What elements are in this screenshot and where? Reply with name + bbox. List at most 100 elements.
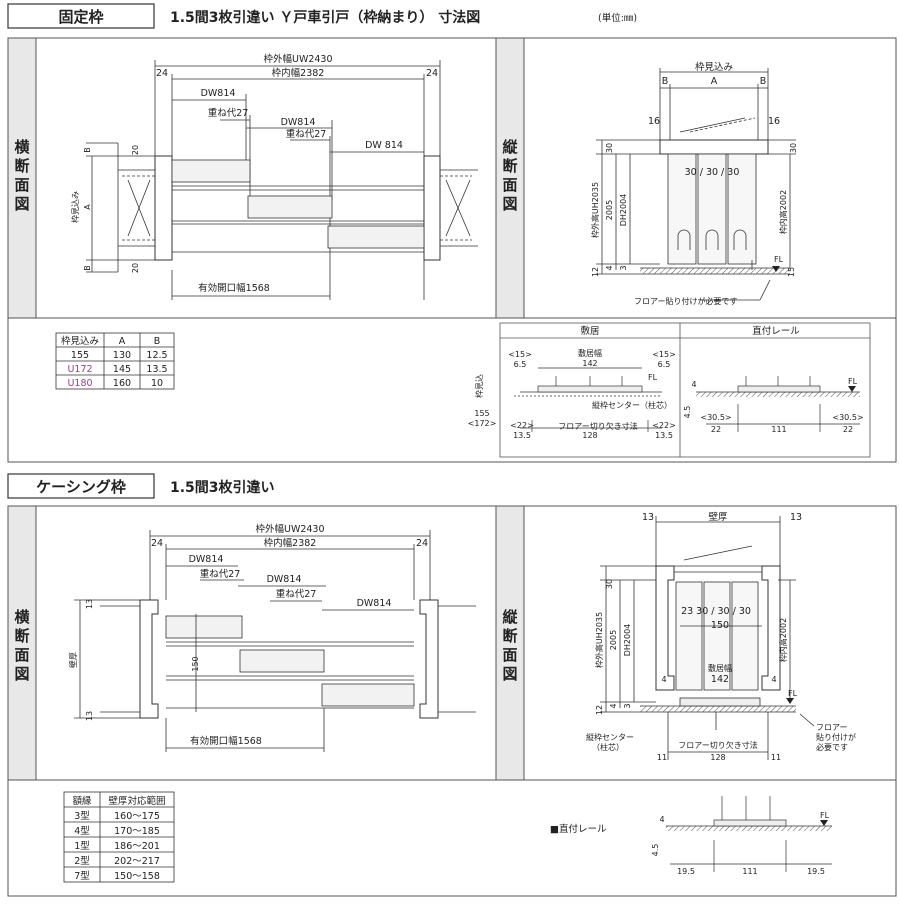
svg-text:20: 20 (131, 263, 140, 273)
svg-text:FL: FL (820, 811, 830, 820)
svg-text:128: 128 (710, 753, 725, 762)
svg-text:1型: 1型 (74, 841, 90, 852)
svg-text:155: 155 (474, 409, 489, 418)
svg-text:DH2004: DH2004 (619, 194, 628, 227)
svg-text:10: 10 (151, 378, 163, 389)
section2-tag: ケーシング枠 (36, 478, 126, 496)
s1-edge-left: 24 (156, 68, 168, 79)
svg-text:13: 13 (642, 512, 654, 523)
svg-text:16: 16 (648, 116, 660, 127)
section1-header: 固定枠 1.5間3枚引違い Ｙ戸車引戸（枠納まり） 寸法図 (単位:㎜) (7, 3, 637, 29)
s2-horizontal-drawing (74, 530, 476, 752)
svg-text:186～201: 186～201 (114, 841, 160, 852)
s1-floor-note: フロアー貼り付けが必要です (634, 296, 738, 306)
svg-text:160: 160 (113, 378, 131, 389)
svg-text:枠外高UH2035: 枠外高UH2035 (594, 612, 604, 668)
svg-text:壁厚: 壁厚 (708, 511, 728, 523)
svg-text:B: B (662, 76, 669, 87)
svg-text:150: 150 (711, 620, 729, 631)
svg-text:22: 22 (711, 425, 721, 434)
svg-text:13.5: 13.5 (655, 431, 673, 440)
svg-text:A: A (83, 204, 92, 210)
s2-vertical-labels: 壁厚 13 13 30 23 30 / 30 / 30 150 枠外高UH203… (586, 511, 856, 762)
svg-text:4型: 4型 (74, 826, 90, 837)
svg-text:縦枠センター（柱芯）: 縦枠センター（柱芯） (592, 400, 672, 410)
svg-text:DW814: DW814 (267, 574, 302, 585)
svg-text:7型: 7型 (74, 871, 90, 882)
svg-text:30: 30 (605, 143, 614, 153)
svg-text:B: B (760, 76, 767, 87)
section1-frame (7, 37, 897, 463)
s1-horizontal-side-label: 横 断 面 図 (14, 138, 30, 213)
svg-text:面: 面 (502, 646, 517, 664)
svg-text:30: 30 (605, 579, 614, 589)
svg-text:重ね代27: 重ね代27 (276, 588, 317, 600)
svg-text:縦枠センター: 縦枠センター (586, 732, 634, 742)
svg-text:2005: 2005 (609, 630, 618, 650)
svg-text:断: 断 (14, 627, 29, 645)
svg-text:DH2004: DH2004 (623, 624, 632, 657)
svg-text:断: 断 (14, 157, 29, 175)
s1-overlap1: 重ね代27 (208, 107, 249, 119)
svg-text:断: 断 (502, 627, 517, 645)
svg-text:13: 13 (85, 711, 94, 721)
svg-text:12: 12 (595, 705, 604, 715)
svg-text:図: 図 (502, 665, 517, 683)
s1-inner-width: 枠内幅2382 (272, 67, 325, 79)
s1-overlap2: 重ね代27 (286, 128, 327, 140)
s1-rail-drawing (696, 376, 860, 432)
s1-outer-width: 枠外幅UW2430 (263, 53, 332, 65)
svg-text:縦: 縦 (502, 608, 518, 626)
svg-text:<15>: <15> (508, 350, 532, 359)
svg-text:壁厚対応範囲: 壁厚対応範囲 (108, 795, 165, 807)
svg-text:<30.5>: <30.5> (832, 413, 863, 422)
svg-text:4: 4 (605, 265, 614, 270)
svg-text:15: 15 (787, 267, 796, 277)
s2-rail-labels: 4 4.5 FL 19.5 111 19.5 (651, 811, 830, 876)
svg-text:敷居幅: 敷居幅 (578, 348, 602, 358)
svg-text:2型: 2型 (74, 856, 90, 867)
svg-text:A: A (119, 336, 126, 347)
s1-opening: 有効開口幅1568 (198, 282, 270, 294)
svg-text:142: 142 (582, 359, 597, 368)
svg-text:枠内高2002: 枠内高2002 (778, 618, 788, 662)
svg-text:フロアー切り欠き寸法: フロアー切り欠き寸法 (678, 740, 758, 750)
s2-horizontal-labels: 枠外幅UW2430 枠内幅2382 24 24 DW814 重ね代27 DW81… (68, 523, 428, 747)
svg-text:必要です: 必要です (816, 742, 848, 752)
s2-horizontal-side-label: 横 断 面 図 (14, 608, 30, 683)
s1-horizontal-labels: 枠外幅UW2430 枠内幅2382 24 24 DW814 重ね代27 DW81… (70, 53, 438, 294)
s1-details-box (499, 322, 871, 458)
svg-text:2005: 2005 (605, 200, 614, 220)
s1-shiki-labels: 敷居幅 142 <15> <15> 6.5 6.5 枠見込 155 <172> … (468, 348, 676, 440)
s1-edge-right: 24 (426, 68, 438, 79)
svg-text:12: 12 (591, 267, 600, 277)
svg-text:3: 3 (619, 265, 628, 270)
svg-text:4: 4 (661, 675, 666, 684)
svg-text:30: 30 (789, 143, 798, 153)
svg-text:枠見込み: 枠見込み (695, 61, 733, 73)
svg-text:枠見込み: 枠見込み (70, 191, 80, 223)
svg-text:6.5: 6.5 (658, 360, 671, 369)
svg-text:枠内幅2382: 枠内幅2382 (264, 537, 317, 549)
svg-text:<22>: <22> (652, 421, 676, 430)
svg-text:4.5: 4.5 (651, 844, 660, 857)
svg-text:DW814: DW814 (189, 554, 224, 565)
svg-text:貼り付けが: 貼り付けが (816, 732, 856, 742)
svg-text:枠内高2002: 枠内高2002 (778, 190, 788, 234)
s1-vertical-labels: 枠見込み A B B 16 16 30 / 30 / 30 30 30 枠外高U… (590, 61, 798, 306)
section2-frame (7, 505, 897, 897)
svg-text:壁厚: 壁厚 (68, 652, 78, 668)
svg-text:12.5: 12.5 (146, 350, 167, 361)
svg-text:19.5: 19.5 (677, 867, 695, 876)
svg-text:13: 13 (790, 512, 802, 523)
svg-text:横: 横 (14, 608, 30, 626)
svg-text:B: B (83, 147, 92, 153)
svg-text:面: 面 (14, 176, 29, 194)
svg-text:U180: U180 (67, 378, 92, 389)
svg-text:図: 図 (502, 195, 517, 213)
svg-text:面: 面 (502, 176, 517, 194)
svg-text:フロアー: フロアー (816, 723, 848, 732)
svg-text:23 30 / 30 / 30: 23 30 / 30 / 30 (681, 606, 751, 617)
s1-horizontal-drawing (86, 60, 478, 300)
